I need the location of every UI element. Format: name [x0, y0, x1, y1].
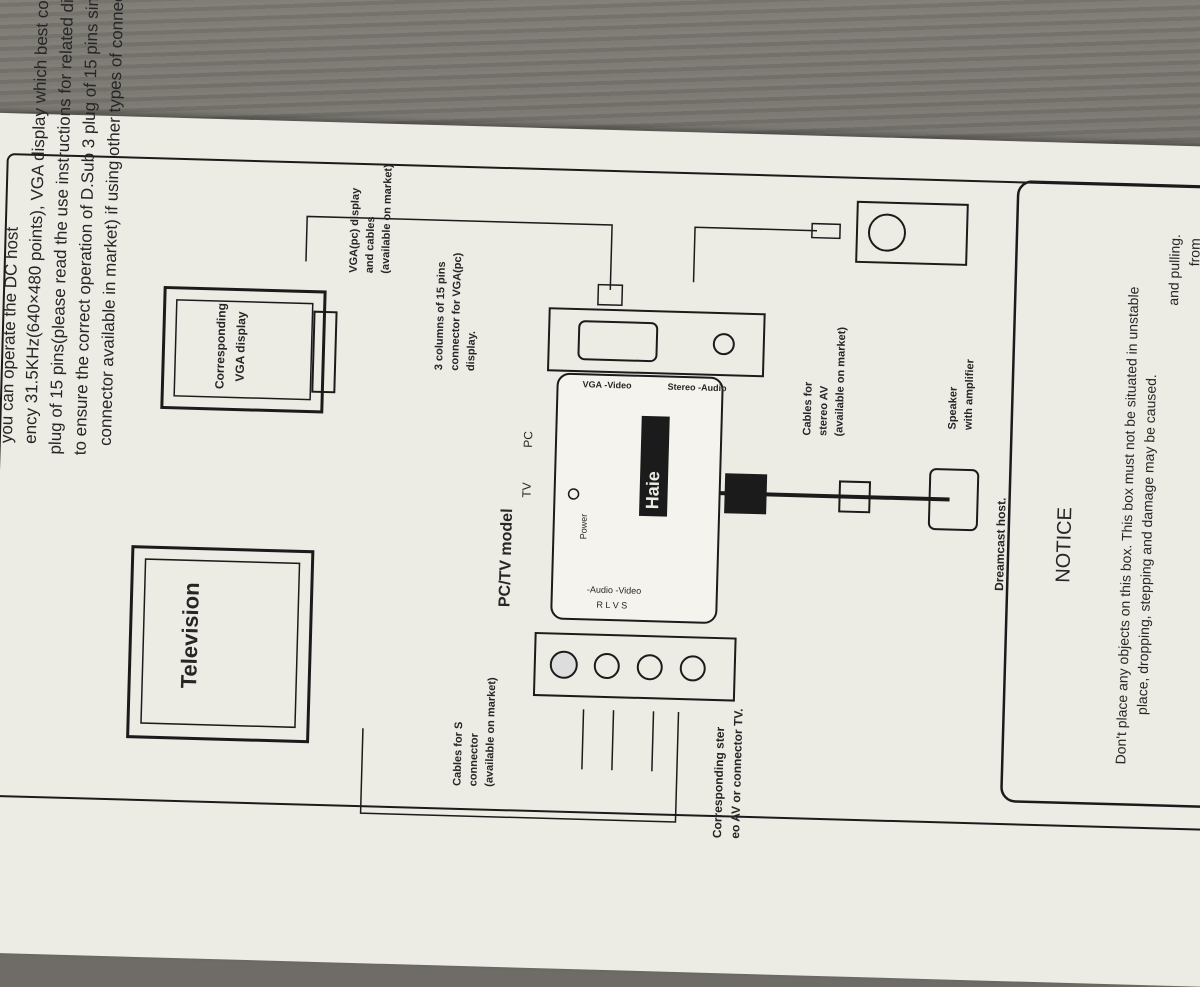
vga-display-label: VGA(pc) display — [347, 187, 363, 273]
vga-port-block — [546, 307, 766, 378]
audio-video-label: -Audio -Video — [586, 584, 642, 596]
corresponding-vga-label: VGA display — [232, 311, 249, 382]
pc-label: PC — [520, 430, 536, 448]
stereo-cables-label: Cables for — [801, 381, 815, 436]
television-icon — [126, 545, 315, 744]
notice-title: NOTICE — [1052, 506, 1077, 584]
speaker-icon — [855, 200, 969, 266]
brand-logo: Haie — [642, 470, 664, 510]
connection-diagram — [126, 180, 1200, 823]
dreamcast-label: Dreamcast host. — [992, 497, 1009, 592]
stereo-cables-label: stereo AV — [817, 385, 831, 437]
notice-line: and pulling. — [1165, 233, 1184, 306]
vga-monitor-icon — [160, 285, 338, 414]
columns-label: display. — [464, 330, 479, 372]
television-label: Television — [175, 582, 204, 689]
pc-tv-model-label: PC/TV model — [496, 508, 517, 608]
notice-line: from — [1186, 238, 1200, 267]
vga-display-label: and cables — [363, 216, 378, 274]
notice-box — [1000, 180, 1200, 809]
speaker-label: with amplifier — [962, 358, 977, 431]
vga-video-label: VGA -Video — [582, 379, 632, 391]
av-port-block — [532, 631, 737, 702]
power-label: Power — [578, 513, 590, 540]
corresponding-vga-label: Corresponding — [212, 302, 229, 390]
rlvs-label: R L V S — [596, 599, 628, 611]
s-cables-label: Cables for S — [451, 721, 466, 787]
tv-label: TV — [519, 482, 534, 498]
stereo-audio-label: Stereo -Audio — [667, 381, 727, 394]
speaker-label: Speaker — [946, 386, 960, 430]
s-cables-label: connector — [467, 732, 481, 787]
adapter-box-icon — [550, 372, 724, 624]
